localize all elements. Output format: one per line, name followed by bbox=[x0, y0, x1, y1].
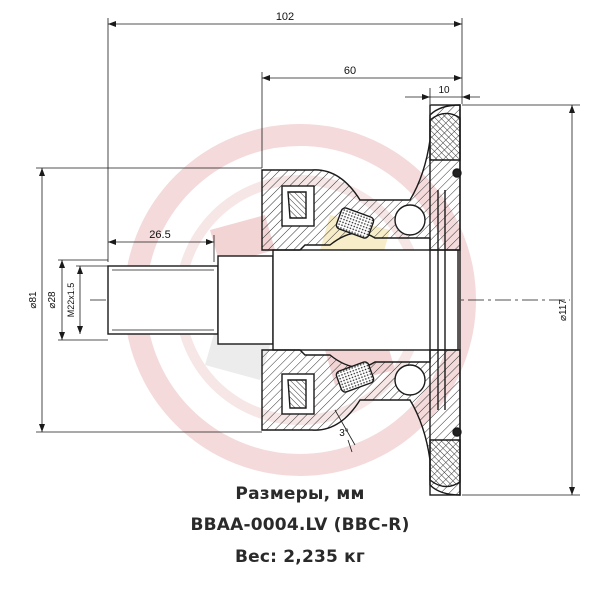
dim-thread: M22x1.5 bbox=[66, 283, 76, 318]
inner-shaft bbox=[272, 249, 459, 351]
caption-units: Размеры, мм bbox=[235, 484, 365, 504]
roller-upper bbox=[335, 207, 375, 239]
dimension-lines bbox=[36, 18, 580, 496]
dim-thread-length: 26.5 bbox=[149, 229, 170, 241]
dim-housing-diameter: ⌀81 bbox=[28, 291, 39, 309]
dim-hub-length: 60 bbox=[344, 65, 356, 77]
roller-lower bbox=[335, 361, 375, 393]
part-outline bbox=[90, 104, 570, 496]
ball-lower bbox=[394, 364, 426, 396]
dim-overall-length: 102 bbox=[276, 11, 294, 23]
dim-flange-diameter: ⌀117 bbox=[558, 299, 569, 321]
caption-weight: Вес: 2,235 кг bbox=[235, 547, 365, 567]
threaded-stub bbox=[107, 265, 219, 335]
ball-upper bbox=[394, 204, 426, 236]
caption-part-number: BBAA-0004.LV (BBC-R) bbox=[190, 515, 410, 535]
arrowheads bbox=[39, 21, 575, 495]
dim-flange-thickness: 10 bbox=[438, 85, 450, 96]
flange bbox=[429, 104, 461, 496]
dim-angle: 3° bbox=[339, 428, 349, 439]
shaft-shoulder bbox=[217, 255, 274, 345]
dim-shaft-diameter: ⌀28 bbox=[47, 291, 58, 309]
